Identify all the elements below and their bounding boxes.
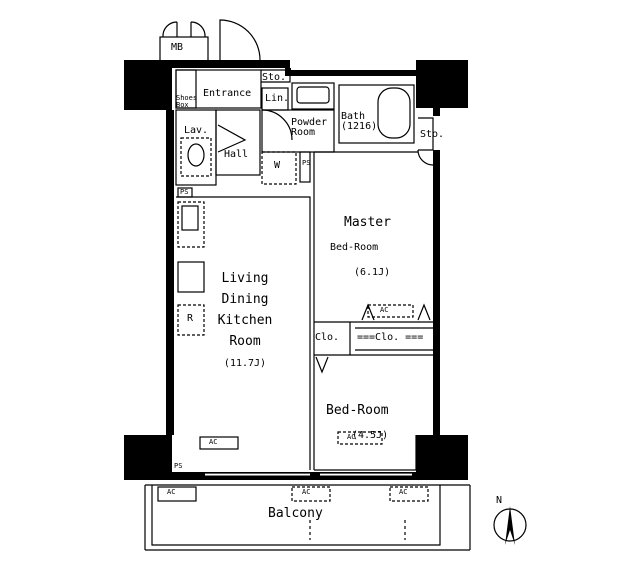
bedroom-label: Bed-Room(4.5J) bbox=[326, 403, 389, 441]
ac-ldk: AC bbox=[209, 438, 218, 446]
column-bottom-right bbox=[416, 435, 468, 480]
walls bbox=[166, 60, 440, 480]
column-bottom-left bbox=[124, 435, 172, 480]
ps-top-label: PS bbox=[180, 188, 189, 196]
shoes-box-label: Shoes Box bbox=[176, 94, 198, 109]
compass-needle bbox=[505, 506, 515, 545]
ps-bottom-label: PS bbox=[174, 462, 183, 470]
ac-bedroom: AC bbox=[347, 433, 356, 441]
washer-label: W bbox=[274, 160, 281, 171]
ac-balcony-1: AC bbox=[167, 488, 176, 496]
mb-label: MB bbox=[171, 42, 184, 53]
bath-label: Bath(1216) bbox=[341, 111, 378, 132]
entrance-label: Entrance bbox=[203, 88, 252, 99]
storage-bath-label: Sto. bbox=[420, 129, 445, 140]
column-top-left bbox=[124, 60, 172, 110]
ac-master: AC bbox=[380, 306, 389, 314]
lavatory-label: Lav. bbox=[184, 125, 209, 136]
ps-side-label: PS bbox=[302, 159, 311, 167]
compass-north-label: N bbox=[496, 495, 503, 506]
closet-2-label: ===Clo. === bbox=[357, 332, 424, 343]
hall-label: Hall bbox=[224, 149, 249, 160]
storage-entrance-label: Sto. bbox=[262, 72, 287, 83]
column-top-right bbox=[416, 60, 468, 108]
structural-columns bbox=[124, 60, 468, 480]
ac-balcony-2: AC bbox=[302, 488, 311, 496]
linen-label: Lin. bbox=[265, 93, 290, 104]
closet-1-label: Clo. bbox=[315, 332, 340, 343]
fridge-label: R bbox=[187, 313, 194, 324]
interior-lines bbox=[144, 19, 527, 551]
ac-balcony-3: AC bbox=[399, 488, 408, 496]
balcony-label: Balcony bbox=[268, 506, 323, 521]
